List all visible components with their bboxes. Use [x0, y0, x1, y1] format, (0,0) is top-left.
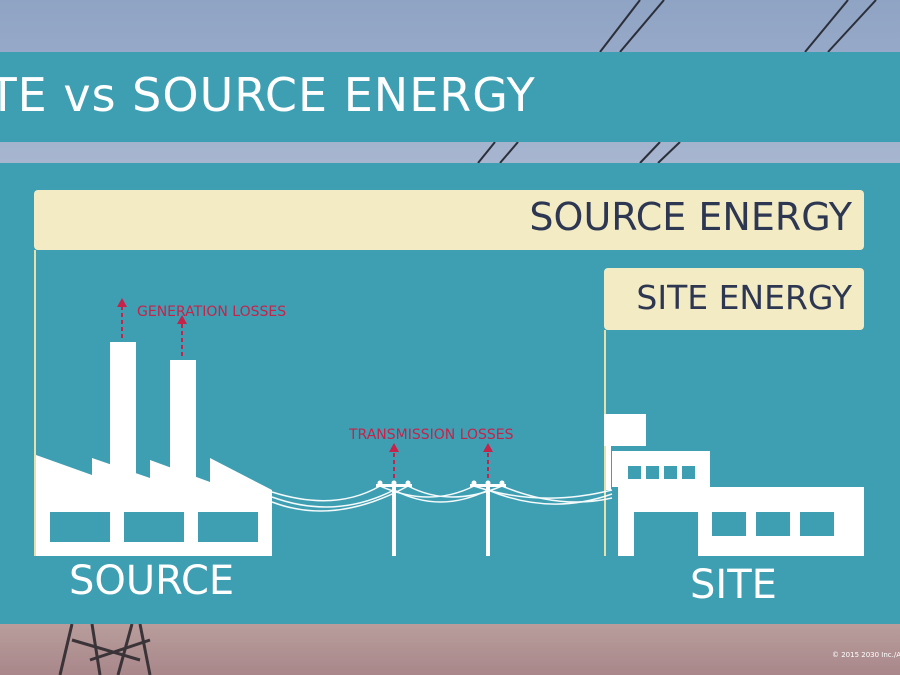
source-energy-box: SOURCE ENERGY: [34, 190, 864, 250]
site-label: SITE: [690, 562, 777, 608]
source-energy-label: SOURCE ENERGY: [529, 195, 852, 239]
source-label: SOURCE: [69, 558, 235, 604]
site-energy-label: SITE ENERGY: [636, 278, 852, 317]
source-bracket-line: [34, 250, 36, 556]
transmission-losses-label: TRANSMISSION LOSSES: [349, 427, 514, 443]
slide-title: ITE vs SOURCE ENERGY: [0, 68, 536, 122]
generation-losses-label: GENERATION LOSSES: [137, 304, 287, 320]
power-pole-icon: [376, 480, 506, 556]
site-energy-box: SITE ENERGY: [604, 268, 864, 330]
copyright-text: © 2015 2030 Inc./A: [832, 651, 900, 659]
title-bar: [0, 52, 900, 142]
